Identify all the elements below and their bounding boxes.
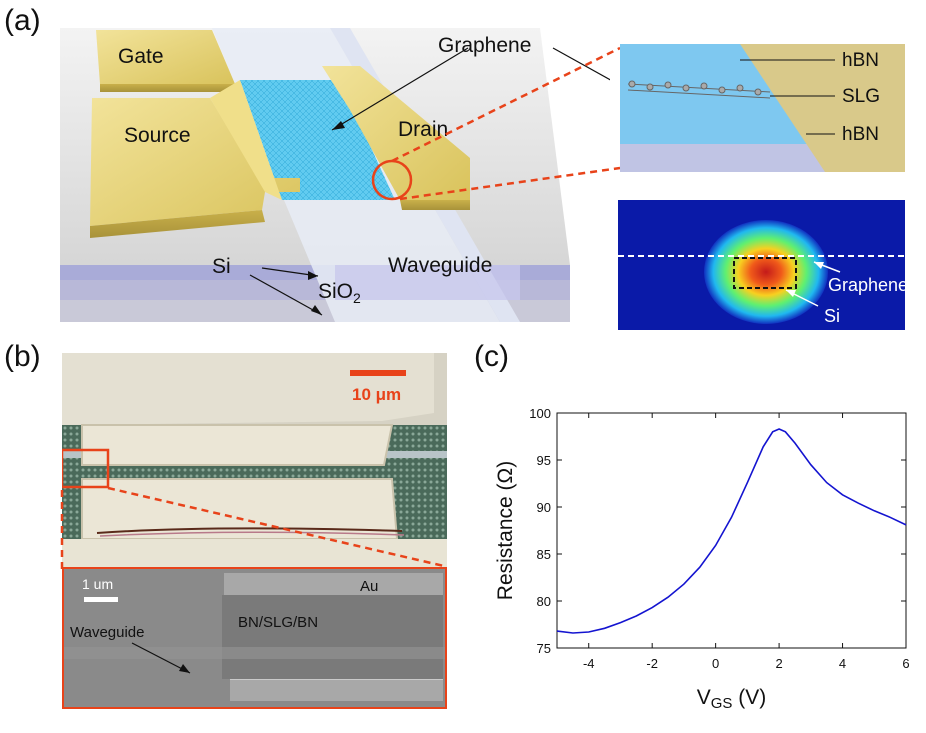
y-tick-label: 100 [529, 406, 551, 421]
panel-label-a: (a) [4, 4, 41, 37]
drain-label: Drain [398, 118, 448, 141]
stack-label: BN/SLG/BN [238, 614, 318, 631]
drain-pad [322, 66, 470, 200]
si-label: Si [212, 255, 231, 278]
gate-label: Gate [118, 45, 164, 68]
layer-stack-inset: hBN SLG hBN [620, 44, 905, 172]
sem-waveguide-label: Waveguide [70, 624, 145, 641]
y-tick-label: 80 [537, 594, 551, 609]
x-tick-label: 0 [712, 656, 719, 671]
optical-micrograph: 10 μm [62, 353, 447, 568]
graphene-label: Graphene [438, 34, 531, 57]
y-tick-label: 90 [537, 500, 551, 515]
panel-label-c: (c) [474, 340, 509, 373]
mode-si-label: Si [824, 306, 840, 326]
zoom-lines [391, 46, 621, 201]
x-axis-label: VGS (V) [697, 686, 767, 712]
sio2-label: SiO2 [318, 280, 361, 306]
source-pad [90, 98, 300, 226]
gate-pad [96, 30, 235, 84]
x-tick-label: 2 [775, 656, 782, 671]
device-schematic: Gate Source Drain Graphene Si SiO2 Waveg… [60, 28, 610, 322]
source-label: Source [124, 124, 191, 147]
zoom-lines-b [60, 486, 445, 570]
mode-profile-inset: Graphene Si [618, 200, 905, 330]
scale-bar [350, 370, 406, 376]
y-tick-label: 95 [537, 453, 551, 468]
au-label: Au [360, 578, 378, 595]
highlight-box [62, 448, 110, 489]
scale-bar-label: 10 μm [352, 385, 401, 404]
y-tick-label: 85 [537, 547, 551, 562]
panel-label-b: (b) [4, 340, 41, 373]
x-tick-label: 6 [902, 656, 909, 671]
x-tick-label: -4 [583, 656, 595, 671]
plot-frame [556, 412, 907, 649]
sem-image: 1 um Au BN/SLG/BN Waveguide [62, 567, 447, 709]
sem-scale-bar [84, 597, 118, 602]
sem-scale-label: 1 um [82, 576, 113, 592]
x-tick-label: -2 [646, 656, 658, 671]
slg-label: SLG [842, 86, 880, 107]
mode-graphene-label: Graphene [828, 275, 905, 295]
waveguide-label: Waveguide [388, 254, 492, 277]
graphene-atoms [627, 80, 771, 99]
y-axis-label: Resistance (Ω) [494, 461, 517, 600]
y-tick-label: 75 [537, 641, 551, 656]
x-tick-label: 4 [839, 656, 846, 671]
hbn-bottom-label: hBN [842, 124, 879, 145]
hbn-top-label: hBN [842, 50, 879, 71]
resistance-curve [556, 428, 907, 634]
